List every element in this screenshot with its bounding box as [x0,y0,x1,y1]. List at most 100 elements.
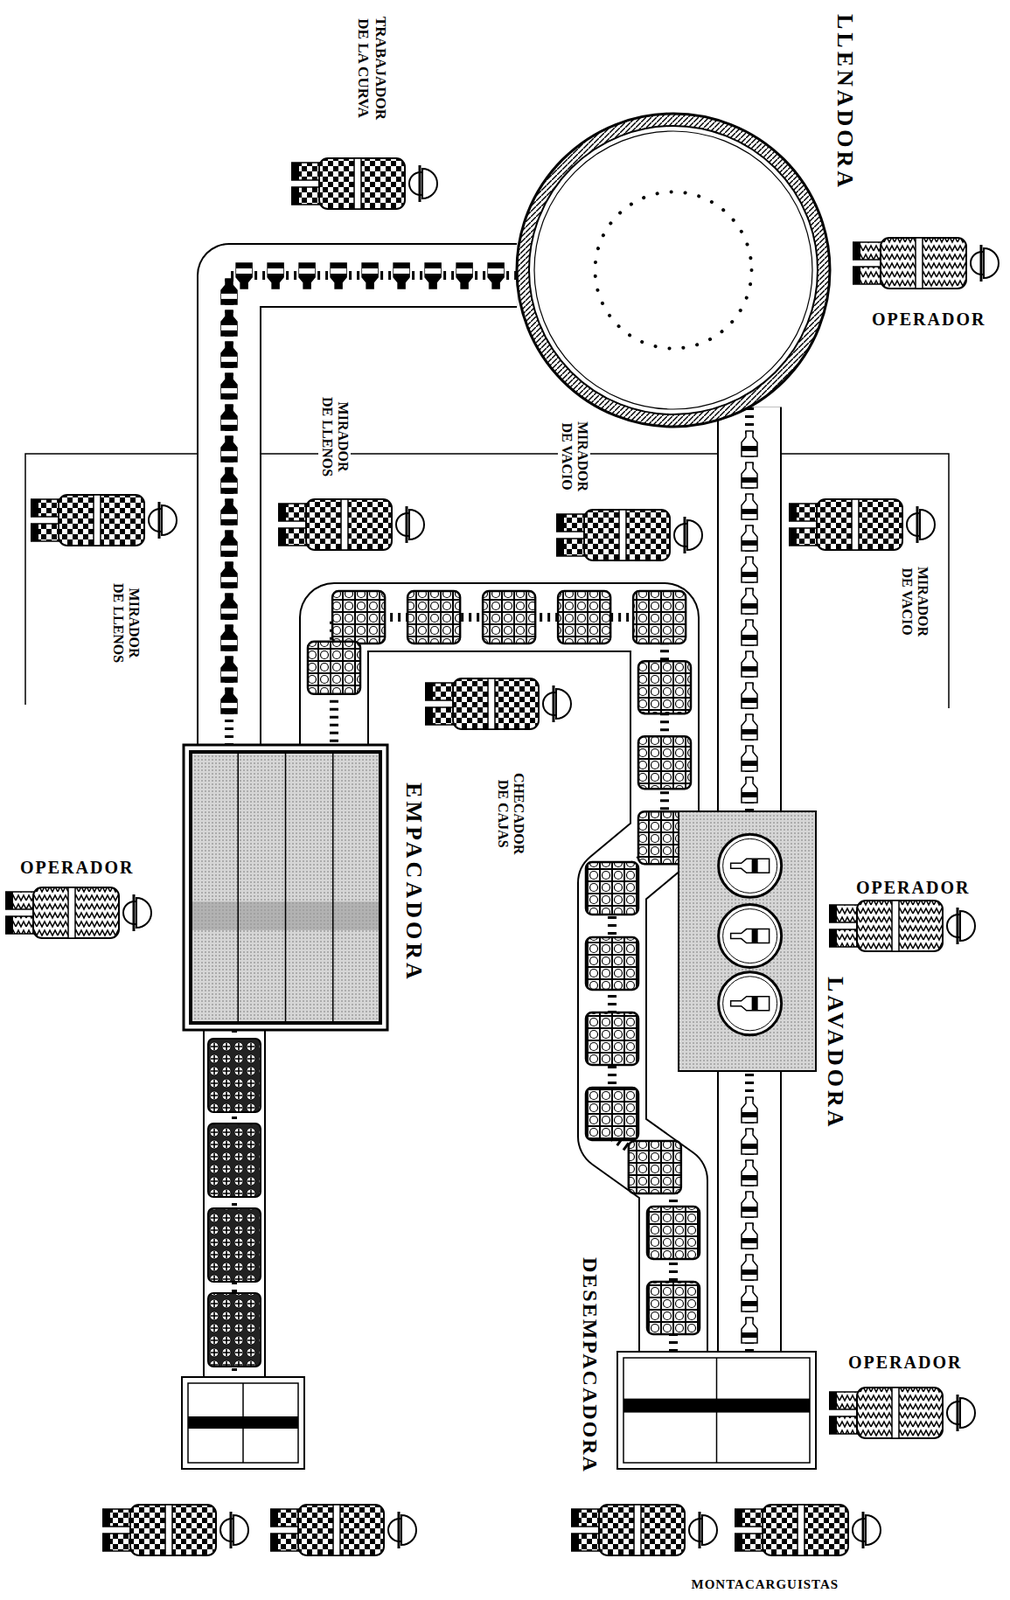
crate [332,591,385,644]
bottle-outline [221,278,237,305]
bottle-outline [221,436,237,462]
worker-label: MIRADOR DE LLENOS [109,581,142,665]
bottle [741,651,758,677]
unpacker-divider [716,1358,718,1463]
bottle [741,494,758,520]
bottle-outline [221,562,237,588]
bottle-outline [221,341,237,368]
bottle [741,431,758,457]
bottle-label [221,482,237,488]
worker-label: TRABAJADOR DE LA CURVA [354,14,389,122]
crate [585,862,639,915]
conveyor-chain [229,275,517,746]
conveyor-bed [718,406,781,812]
bottle-outline [221,530,237,557]
bottle [221,593,237,620]
label-line: MIRADOR [913,566,930,637]
label-line: TRABAJADOR [371,16,390,120]
worker [291,158,438,209]
bottle [741,714,758,740]
crate [307,641,361,695]
worker [102,1504,249,1556]
bottle [741,462,758,488]
filler-valves [595,192,753,349]
bottle [456,263,473,289]
bottle-label [741,792,758,798]
bottle-label [741,603,758,609]
crate [633,591,686,644]
bottle [221,467,237,494]
output-conveyor [203,1030,265,1380]
bottle-outline [741,777,758,803]
worker-label: MIRADOR DE LLENOS [318,395,351,479]
bottle-label [221,640,237,646]
bottle [221,341,237,368]
bottle-outline [741,651,758,677]
operator [5,887,152,939]
conveyor-edge [717,1071,782,1352]
washer-machine: LAVADORA [678,811,816,1072]
bottle-label [741,571,758,578]
crate [407,591,460,644]
conveyor [221,263,517,746]
bottle-outline [221,625,237,651]
bottle-label [221,577,237,583]
bottle-outline [221,656,237,683]
washer-drum [723,976,778,1031]
worker-label: MIRADOR DE VACIO [898,564,931,639]
bottle [221,656,237,683]
bottle [267,263,284,289]
bottle-label [752,929,759,944]
bottle-outline [741,1286,758,1312]
bottle-label [752,996,759,1011]
worker-label: OPERADOR [854,877,972,899]
bottle-outline [741,462,758,488]
label-line: DE LLENOS [109,583,126,663]
bottle-outline [741,1097,758,1123]
bottle-outline [741,714,758,740]
crate [628,1141,682,1194]
bottle [741,588,758,614]
bottle-outline [741,1223,758,1249]
washer-drum [723,909,778,964]
bottle-outline [221,688,237,714]
bottle [741,777,758,803]
packer-lane [332,753,335,1022]
machine-label: DESEMPACADORA [577,1255,602,1476]
label-line: CHECADOR [509,773,526,855]
washer-machine-shape [678,811,816,1072]
bottle-label [221,388,237,394]
bottle-label [741,540,758,546]
bottle-label [236,268,252,274]
bottle [221,530,237,557]
worker [270,1504,417,1556]
unpacker-machine: DESEMPACADORA [617,1351,816,1470]
worker [734,1504,881,1556]
crate [647,1206,700,1260]
bottle-outline [424,263,441,289]
bottle-outline [487,263,504,289]
bottle-outline [221,373,237,399]
conveyor [741,1071,758,1352]
bottle [741,1254,758,1281]
worker-label: OPERADOR [846,1352,964,1373]
bottle-outline [741,619,758,646]
filler-machine: LLENADORA [515,111,832,429]
bottle [741,1160,758,1186]
washer-drum [718,905,782,969]
bottle-outline [393,263,410,289]
bottle-label [221,545,237,551]
bottle [741,1128,758,1155]
crate [482,591,536,644]
worker [788,499,935,551]
bottle-icon [731,858,770,873]
operator [828,900,976,952]
bottle-label [741,1143,758,1150]
bottle-label [221,608,237,614]
label-line: MIRADOR [125,583,141,663]
bottle-outline [741,1160,758,1186]
bottle-label [741,445,758,452]
conveyor-bed [229,275,517,746]
bottle [221,373,237,399]
bottle [221,310,237,336]
